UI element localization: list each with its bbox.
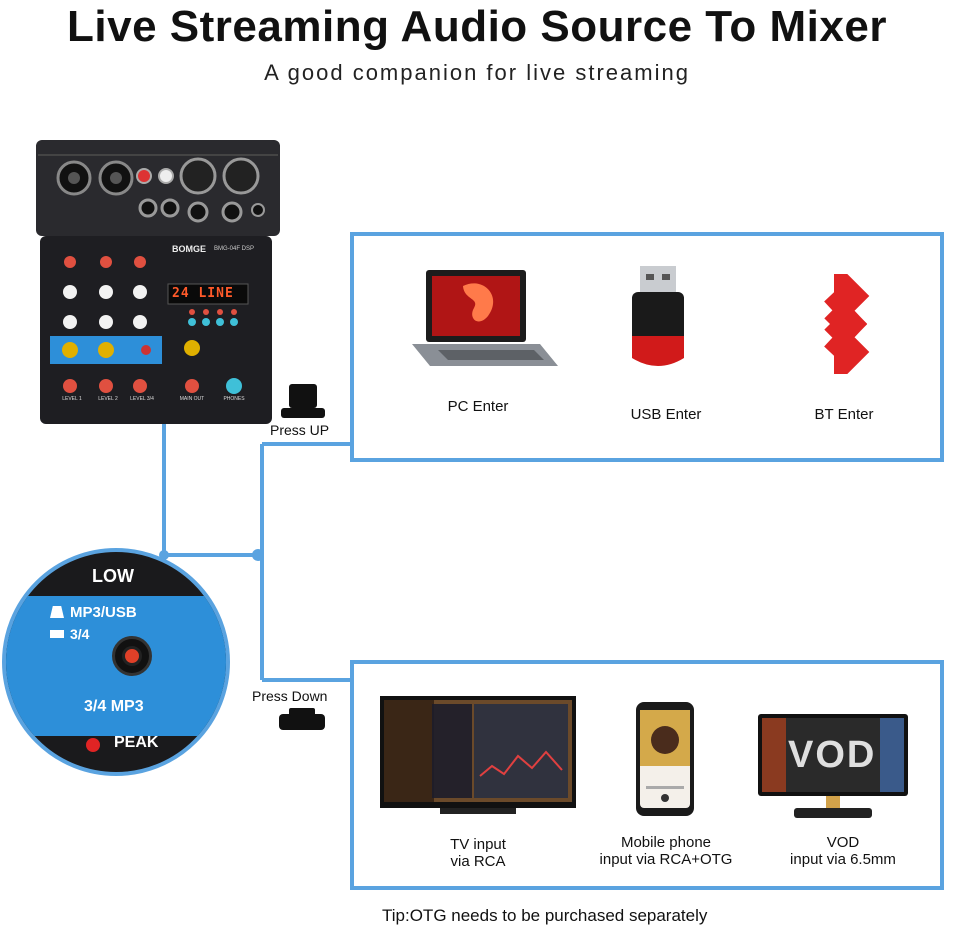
vod-input-label: VOD input via 6.5mm (768, 834, 918, 868)
switch-down-graphic (279, 708, 325, 730)
tv-icon (380, 696, 576, 814)
mixer-label-mainout: MAIN OUT (179, 396, 205, 402)
vod-screen-text: VOD (788, 734, 877, 776)
tv-input-line2: via RCA (450, 853, 506, 870)
vod-input-line2: input via 6.5mm (790, 851, 896, 868)
bt-enter-label: BT Enter (814, 406, 874, 423)
vod-input-line1: VOD (826, 834, 860, 851)
zoom-opt-mp3usb: MP3/USB (70, 604, 137, 621)
mixer-model: BMG-04F DSP (214, 246, 255, 252)
press-up-label: Press UP (270, 422, 330, 438)
zoom-peak-label: PEAK (114, 734, 159, 751)
mobile-input-line1: Mobile phone (620, 834, 712, 851)
down-sources-box: VOD TV input via RCA Mobile phone input … (350, 660, 944, 890)
mixer-device: BOMGE BMG-04F DSP 24 LINE LEVEL 1 LEVEL … (36, 140, 280, 426)
switch-up-icon (50, 606, 64, 618)
vod-monitor-icon (758, 714, 908, 822)
up-sources-box: PC Enter USB Enter BT Enter (350, 232, 944, 462)
switch-up-graphic (281, 384, 325, 418)
zoom-detail: LOW MP3/USB 3/4 3/4 MP3 PEAK (2, 548, 230, 776)
laptop-icon (408, 266, 558, 376)
mixer-label-level34: LEVEL 3/4 (130, 396, 154, 402)
bluetooth-icon (810, 274, 876, 374)
tip-note: Tip:OTG needs to be purchased separately (382, 906, 708, 925)
zoom-low-label: LOW (92, 566, 134, 586)
tv-input-line1: TV input (450, 836, 506, 853)
page-subtitle: A good companion for live streaming (264, 60, 690, 85)
switch-down-icon (50, 630, 64, 638)
zoom-input-label: 3/4 MP3 (84, 698, 144, 715)
jack-socket-icon (112, 636, 152, 676)
mixer-display: 24 LINE (172, 286, 234, 301)
mixer-label-phones: PHONES (223, 396, 245, 402)
mixer-label-level1: LEVEL 1 (62, 396, 82, 402)
mixer-brand: BOMGE (172, 244, 207, 254)
zoom-opt-34: 3/4 (70, 626, 90, 642)
mobile-phone-icon (636, 702, 694, 816)
peak-led-icon (86, 738, 100, 752)
usb-drive-icon (630, 266, 686, 376)
tv-input-label: TV input via RCA (408, 836, 548, 870)
mobile-input-line2: input via RCA+OTG (599, 851, 733, 868)
page-title: Live Streaming Audio Source To Mixer (67, 2, 887, 51)
mobile-input-label: Mobile phone input via RCA+OTG (578, 834, 754, 868)
usb-enter-label: USB Enter (630, 406, 702, 423)
mixer-label-level2: LEVEL 2 (98, 396, 118, 402)
pc-enter-label: PC Enter (447, 398, 509, 415)
press-down-label: Press Down (252, 688, 328, 704)
